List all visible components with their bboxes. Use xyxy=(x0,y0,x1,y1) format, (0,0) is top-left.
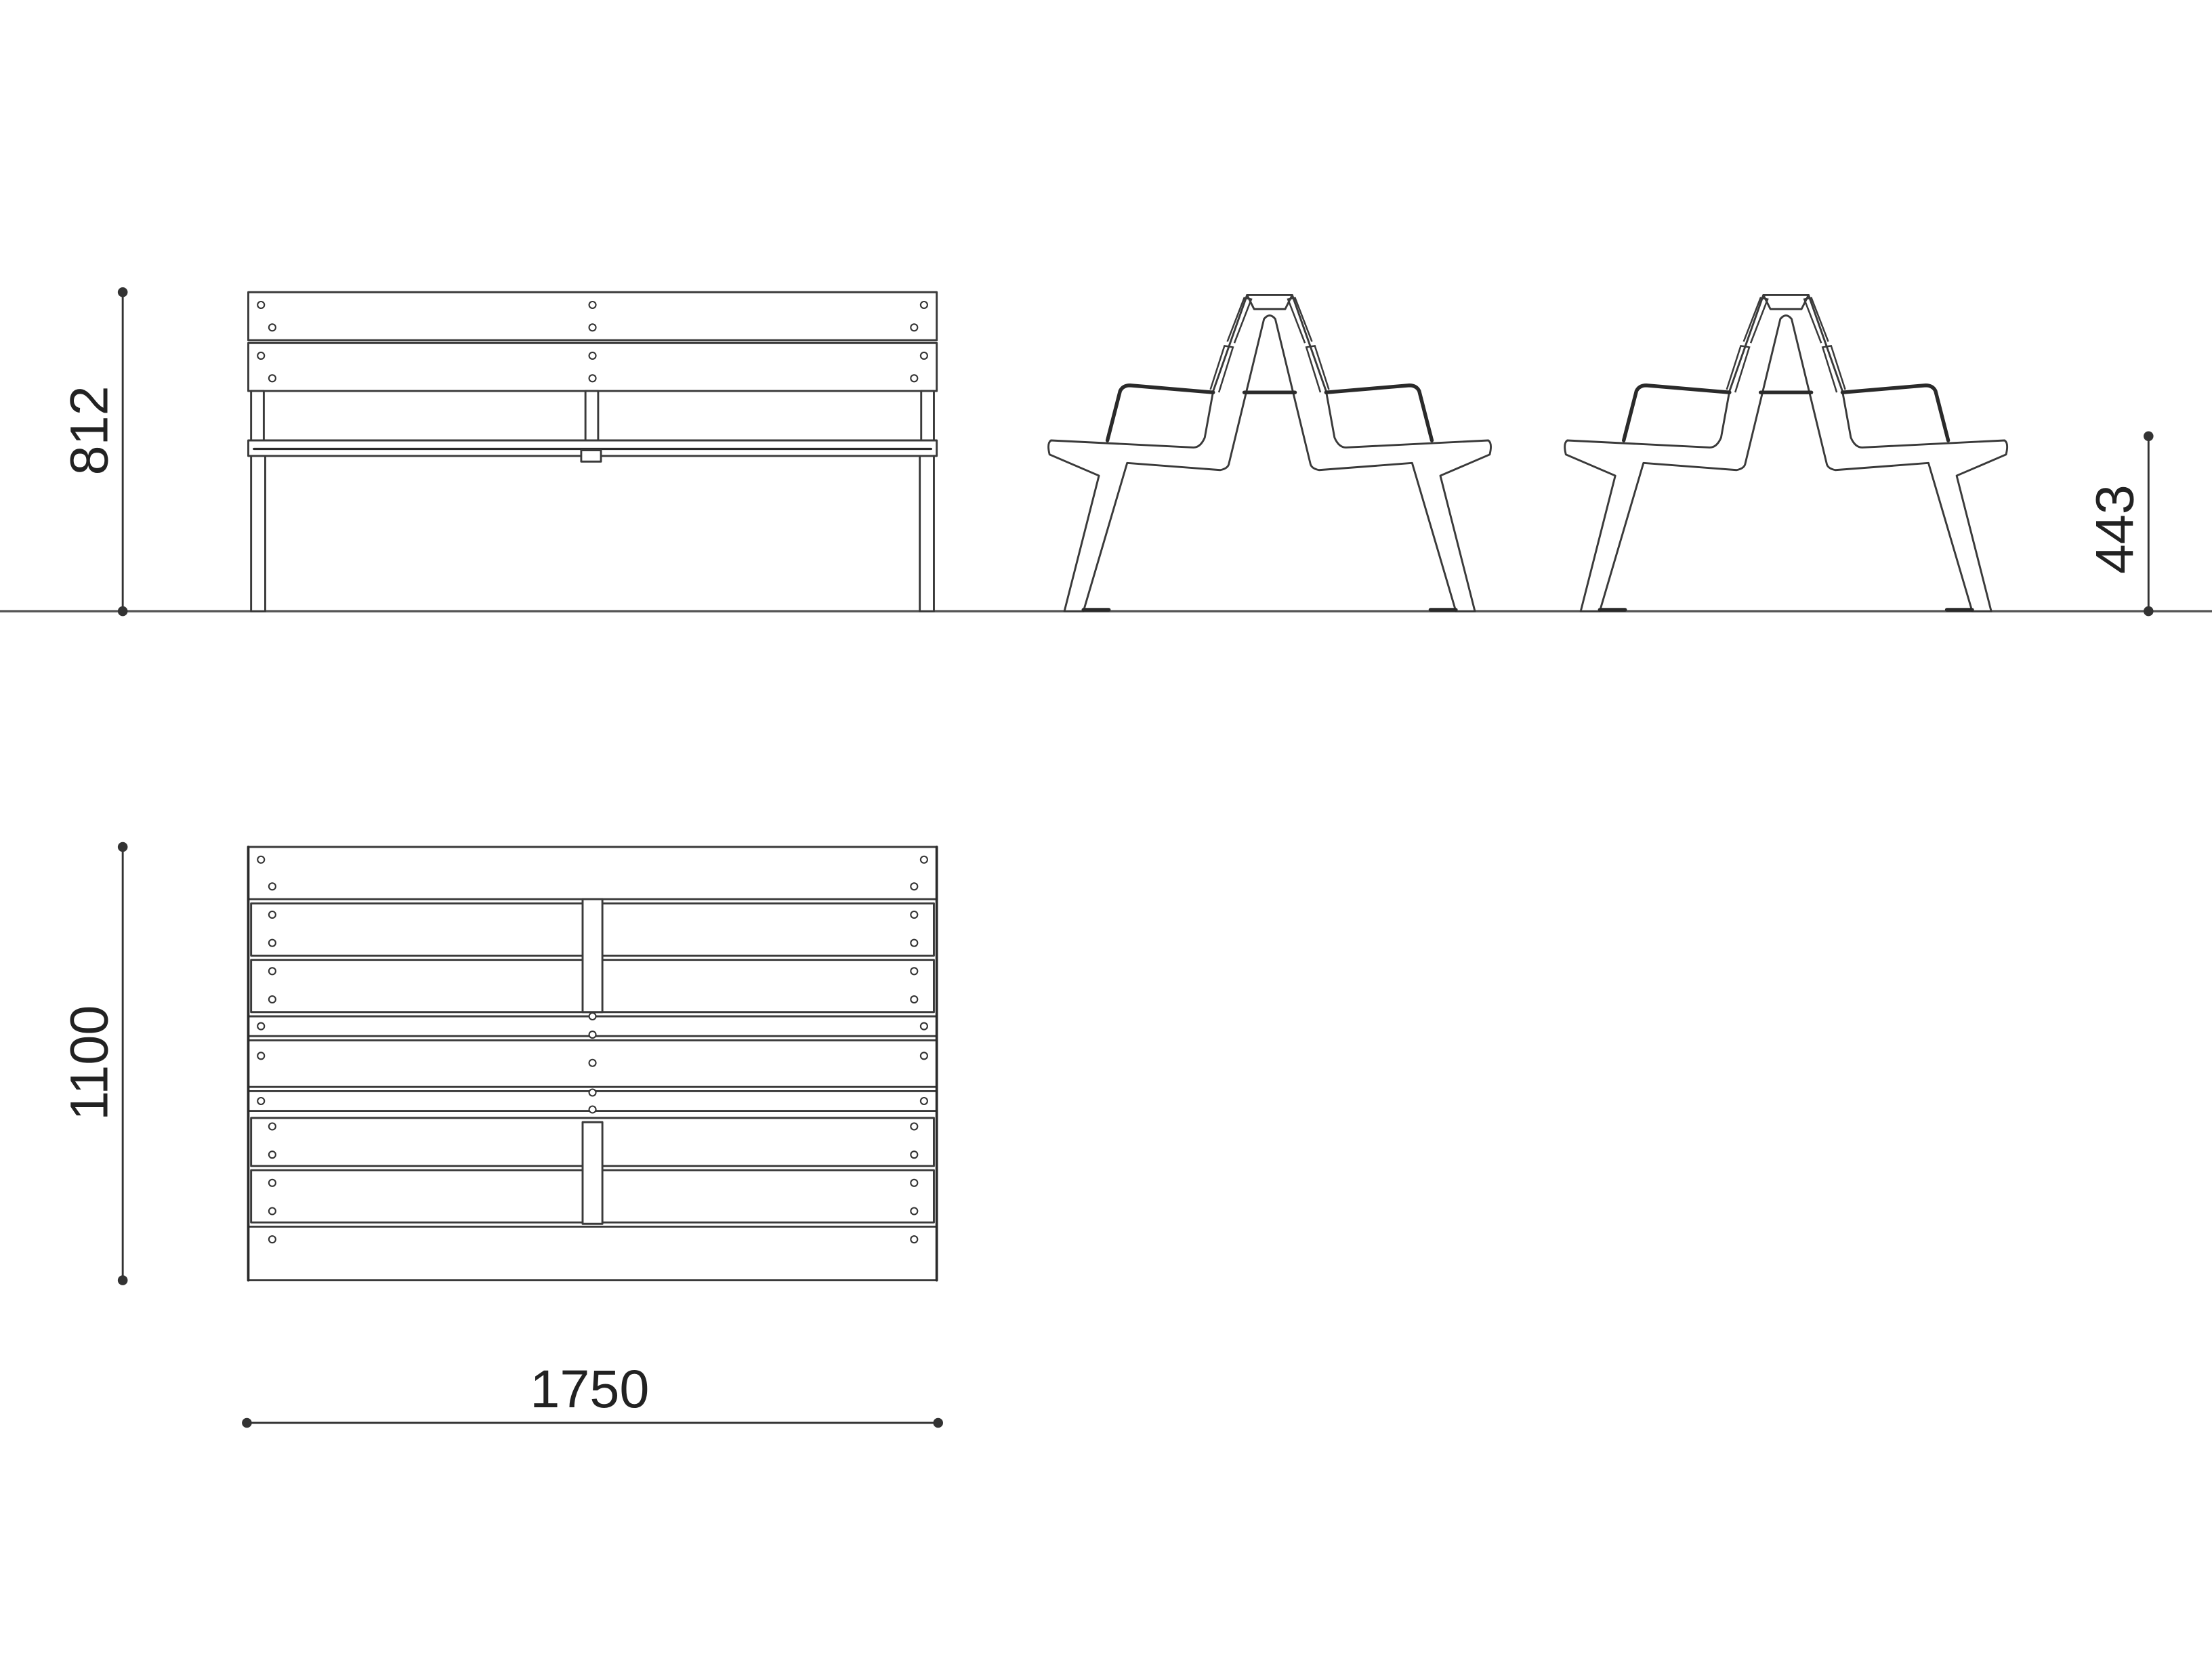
bolt-hole xyxy=(257,300,266,310)
bolt-hole xyxy=(268,967,276,976)
bolt-hole xyxy=(588,1058,597,1067)
bolt-hole xyxy=(268,1235,276,1244)
bolt-hole xyxy=(268,910,276,919)
bolt-hole xyxy=(268,882,276,891)
bolt-hole xyxy=(268,323,276,332)
bolt-hole xyxy=(910,910,919,919)
bolt-hole xyxy=(268,995,276,1004)
bolt-hole xyxy=(588,323,597,332)
bolt-hole xyxy=(257,351,266,360)
dimension-label-812: 812 xyxy=(58,386,119,475)
bolt-hole xyxy=(257,1052,266,1060)
bolt-hole xyxy=(268,1207,276,1216)
bolt-hole xyxy=(268,374,276,383)
bolt-hole xyxy=(910,323,919,332)
dimension-height: 812 xyxy=(58,287,128,617)
side-view-bench-1 xyxy=(1047,293,1492,613)
dimension-width: 1750 xyxy=(242,1358,943,1428)
bolt-hole xyxy=(588,374,597,383)
front-view-bench xyxy=(247,291,938,613)
plan-view-bench xyxy=(247,846,938,1282)
bolt-hole xyxy=(257,1022,266,1031)
bolt-hole xyxy=(268,1178,276,1187)
side-view-bench-2 xyxy=(1565,295,2007,611)
bolt-hole xyxy=(910,1235,919,1244)
dimension-seat-height: 443 xyxy=(2084,431,2154,617)
bolt-hole xyxy=(588,1031,597,1039)
bolt-hole xyxy=(588,1105,597,1114)
bolt-hole xyxy=(257,855,266,864)
dimension-depth: 1100 xyxy=(58,842,128,1285)
bolt-hole xyxy=(919,855,928,864)
bolt-hole xyxy=(268,938,276,947)
bolt-hole xyxy=(910,1150,919,1159)
bolt-hole xyxy=(268,1122,276,1131)
dimension-label-1100: 1100 xyxy=(58,1005,119,1121)
bolt-hole xyxy=(588,351,597,360)
dimension-label-1750: 1750 xyxy=(530,1358,649,1419)
bolt-hole xyxy=(919,1052,928,1060)
bolt-hole xyxy=(910,1207,919,1216)
bolt-hole xyxy=(910,1178,919,1187)
bolt-hole xyxy=(919,300,928,310)
bolt-hole xyxy=(588,1012,597,1021)
bolt-hole xyxy=(919,1096,928,1106)
bolt-hole xyxy=(910,967,919,976)
bolt-hole xyxy=(919,1022,928,1031)
bolt-hole xyxy=(910,1122,919,1131)
dimension-label-443: 443 xyxy=(2084,484,2144,574)
bolt-hole xyxy=(910,374,919,383)
bolt-hole xyxy=(268,1150,276,1159)
bolt-hole xyxy=(919,351,928,360)
bolt-hole xyxy=(588,300,597,310)
bolt-hole xyxy=(910,938,919,947)
bolt-hole xyxy=(910,995,919,1004)
bolt-hole xyxy=(910,882,919,891)
bolt-hole xyxy=(588,1088,597,1097)
bolt-hole xyxy=(257,1096,266,1106)
